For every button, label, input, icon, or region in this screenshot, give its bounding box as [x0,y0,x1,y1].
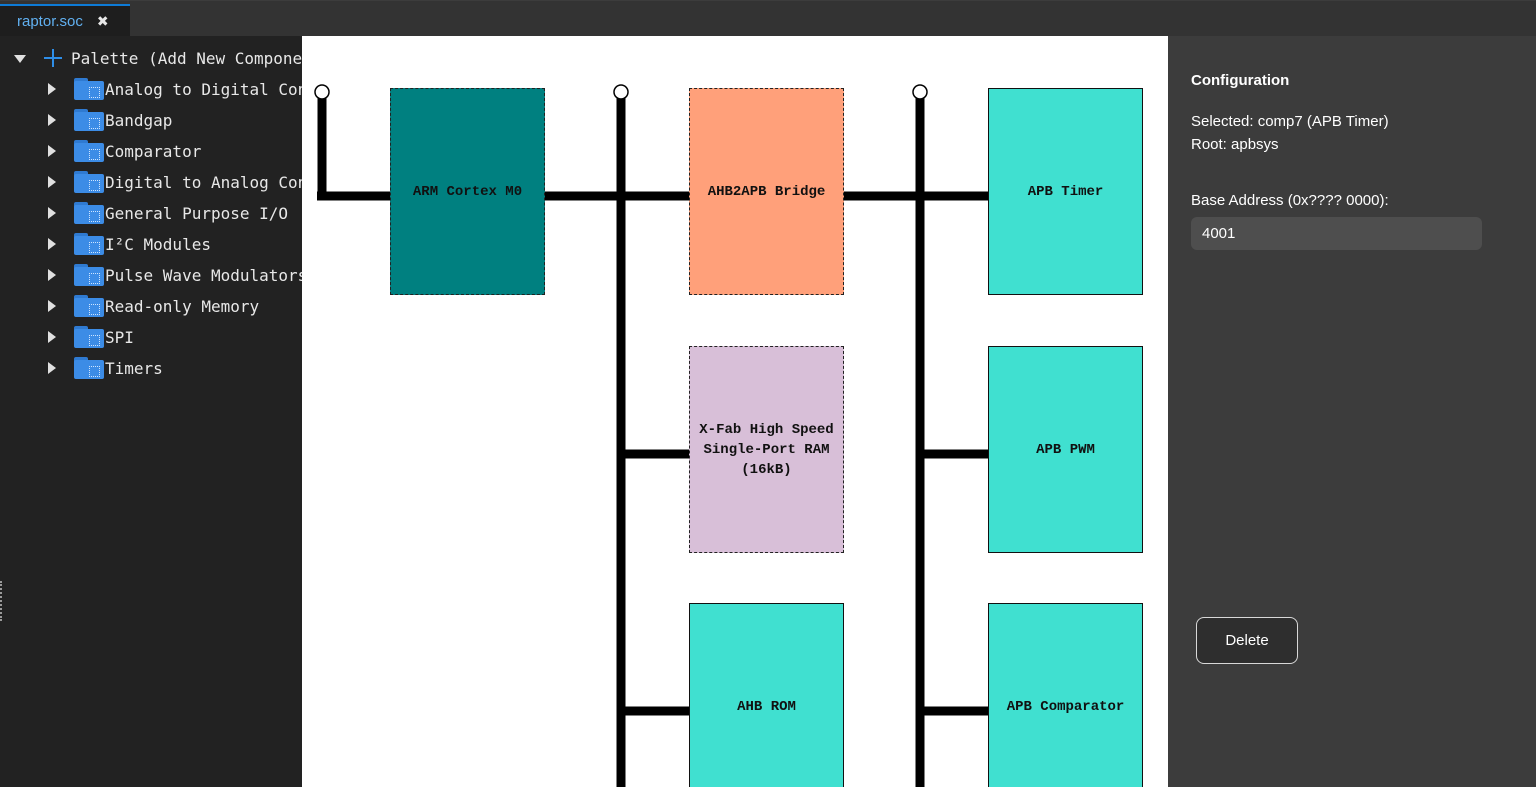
folder-chip-icon [74,202,104,224]
palette-item-label: Bandgap [105,110,173,130]
apb-comparator-block[interactable]: APB Comparator [988,603,1143,787]
caret-right-icon[interactable] [48,207,56,219]
tab-label[interactable]: raptor.soc [17,13,83,30]
tab-bar: raptor.soc ✖ [0,0,1536,37]
caret-right-icon[interactable] [48,269,56,281]
caret-right-icon[interactable] [48,238,56,250]
palette-item-spi[interactable]: SPI [48,323,134,351]
block-label: APB PWM [1036,441,1095,458]
ahb2apb-bridge-block[interactable]: AHB2APB Bridge [689,88,844,295]
bus-endpoint-icon [613,84,629,100]
folder-chip-icon [74,357,104,379]
root-text: Root: apbsys [1191,136,1279,153]
caret-right-icon[interactable] [48,145,56,157]
arm-cortex-m0-block[interactable]: ARM Cortex M0 [390,88,545,295]
palette-item-timers[interactable]: Timers [48,354,163,382]
selected-component-text: Selected: comp7 (APB Timer) [1191,113,1389,130]
folder-chip-icon [74,295,104,317]
xfab-ram-block[interactable]: X-Fab High Speed Single-Port RAM (16kB) [689,346,844,553]
palette-item-dac[interactable]: Digital to Analog Converters [48,168,302,196]
bus-wires [314,84,988,787]
caret-right-icon[interactable] [48,83,56,95]
block-label: AHB2APB Bridge [707,183,826,200]
palette-item-gpio[interactable]: General Purpose I/O [48,199,288,227]
palette-sidebar: Palette (Add New Components) Analog to D… [0,36,302,787]
apb-timer-block[interactable]: APB Timer [988,88,1143,295]
folder-chip-icon [74,326,104,348]
close-icon[interactable]: ✖ [96,13,109,30]
palette-item-label: I²C Modules [105,234,211,254]
folder-chip-icon [74,140,104,162]
palette-item-label: General Purpose I/O [105,203,289,223]
caret-down-icon[interactable] [14,55,26,63]
palette-root-label: Palette (Add New Components) [71,48,302,68]
palette-item-label: Read-only Memory [105,296,260,316]
caret-right-icon[interactable] [48,362,56,374]
block-label: (16kB) [741,461,792,478]
block-label: APB Comparator [1006,698,1125,715]
palette-item-i2c[interactable]: I²C Modules [48,230,211,258]
folder-chip-icon [74,78,104,100]
palette-item-pwm[interactable]: Pulse Wave Modulators [48,261,302,289]
configuration-panel: Configuration Selected: comp7 (APB Timer… [1168,36,1536,787]
bus-endpoint-icon [314,84,330,100]
tab-raptor-soc[interactable]: raptor.soc ✖ [0,4,130,37]
soc-canvas[interactable]: ARM Cortex M0 AHB2APB Bridge APB Timer X… [302,36,1168,787]
palette-item-label: Timers [105,358,163,378]
caret-right-icon[interactable] [48,331,56,343]
caret-right-icon[interactable] [48,176,56,188]
palette-item-label: Analog to Digital Converters [105,79,302,99]
palette-item-label: Pulse Wave Modulators [105,265,302,285]
folder-chip-icon [74,171,104,193]
palette-item-bandgap[interactable]: Bandgap [48,106,172,134]
folder-chip-icon [74,264,104,286]
block-label: X-Fab High Speed [699,421,834,438]
block-label: Single-Port RAM [703,441,830,458]
block-label: APB Timer [1027,183,1104,200]
configuration-title: Configuration [1191,72,1290,89]
palette-item-label: Comparator [105,141,202,161]
apb-pwm-block[interactable]: APB PWM [988,346,1143,553]
palette-item-adc[interactable]: Analog to Digital Converters [48,75,302,103]
block-label: AHB ROM [737,698,796,715]
bus-endpoint-icon [912,84,928,100]
palette-item-label: Digital to Analog Converters [105,172,302,192]
resize-handle[interactable] [0,581,3,621]
folder-chip-icon [74,109,104,131]
base-address-input[interactable] [1191,217,1482,250]
ahb-rom-block[interactable]: AHB ROM [689,603,844,787]
plus-icon [44,49,62,67]
delete-button[interactable]: Delete [1196,617,1298,664]
block-label: ARM Cortex M0 [412,183,523,200]
caret-right-icon[interactable] [48,114,56,126]
palette-root[interactable]: Palette (Add New Components) [14,44,302,72]
folder-chip-icon [74,233,104,255]
palette-item-rom[interactable]: Read-only Memory [48,292,259,320]
palette-item-comparator[interactable]: Comparator [48,137,201,165]
palette-item-label: SPI [105,327,134,347]
caret-right-icon[interactable] [48,300,56,312]
base-address-label: Base Address (0x???? 0000): [1191,192,1389,209]
